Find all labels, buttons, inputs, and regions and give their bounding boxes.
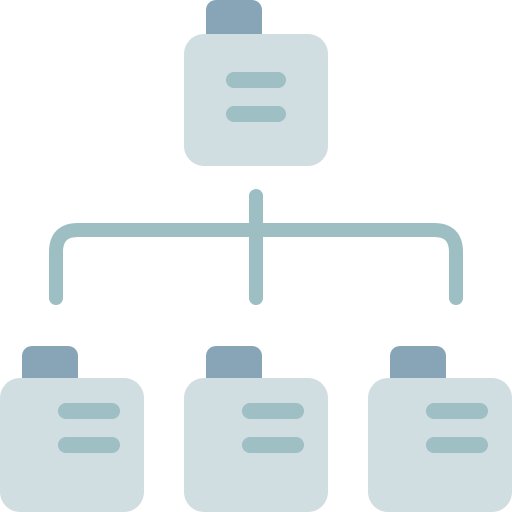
left-text-line-2 xyxy=(58,437,120,453)
root-text-line-1 xyxy=(226,72,286,88)
right-text-line-1 xyxy=(426,403,488,419)
right-text-line-2 xyxy=(426,437,488,453)
center-text-line-2 xyxy=(242,437,304,453)
child-node-left xyxy=(0,346,144,512)
child-node-center xyxy=(184,346,328,512)
root-node xyxy=(184,0,328,166)
left-text-line-1 xyxy=(58,403,120,419)
center-text-line-1 xyxy=(242,403,304,419)
child-node-right xyxy=(368,346,512,512)
root-folder-body xyxy=(184,34,328,166)
connector-horizontal-bar xyxy=(49,223,463,305)
root-folder-tab xyxy=(206,0,262,44)
root-text-line-2 xyxy=(226,106,286,122)
connector-lines xyxy=(49,189,463,305)
